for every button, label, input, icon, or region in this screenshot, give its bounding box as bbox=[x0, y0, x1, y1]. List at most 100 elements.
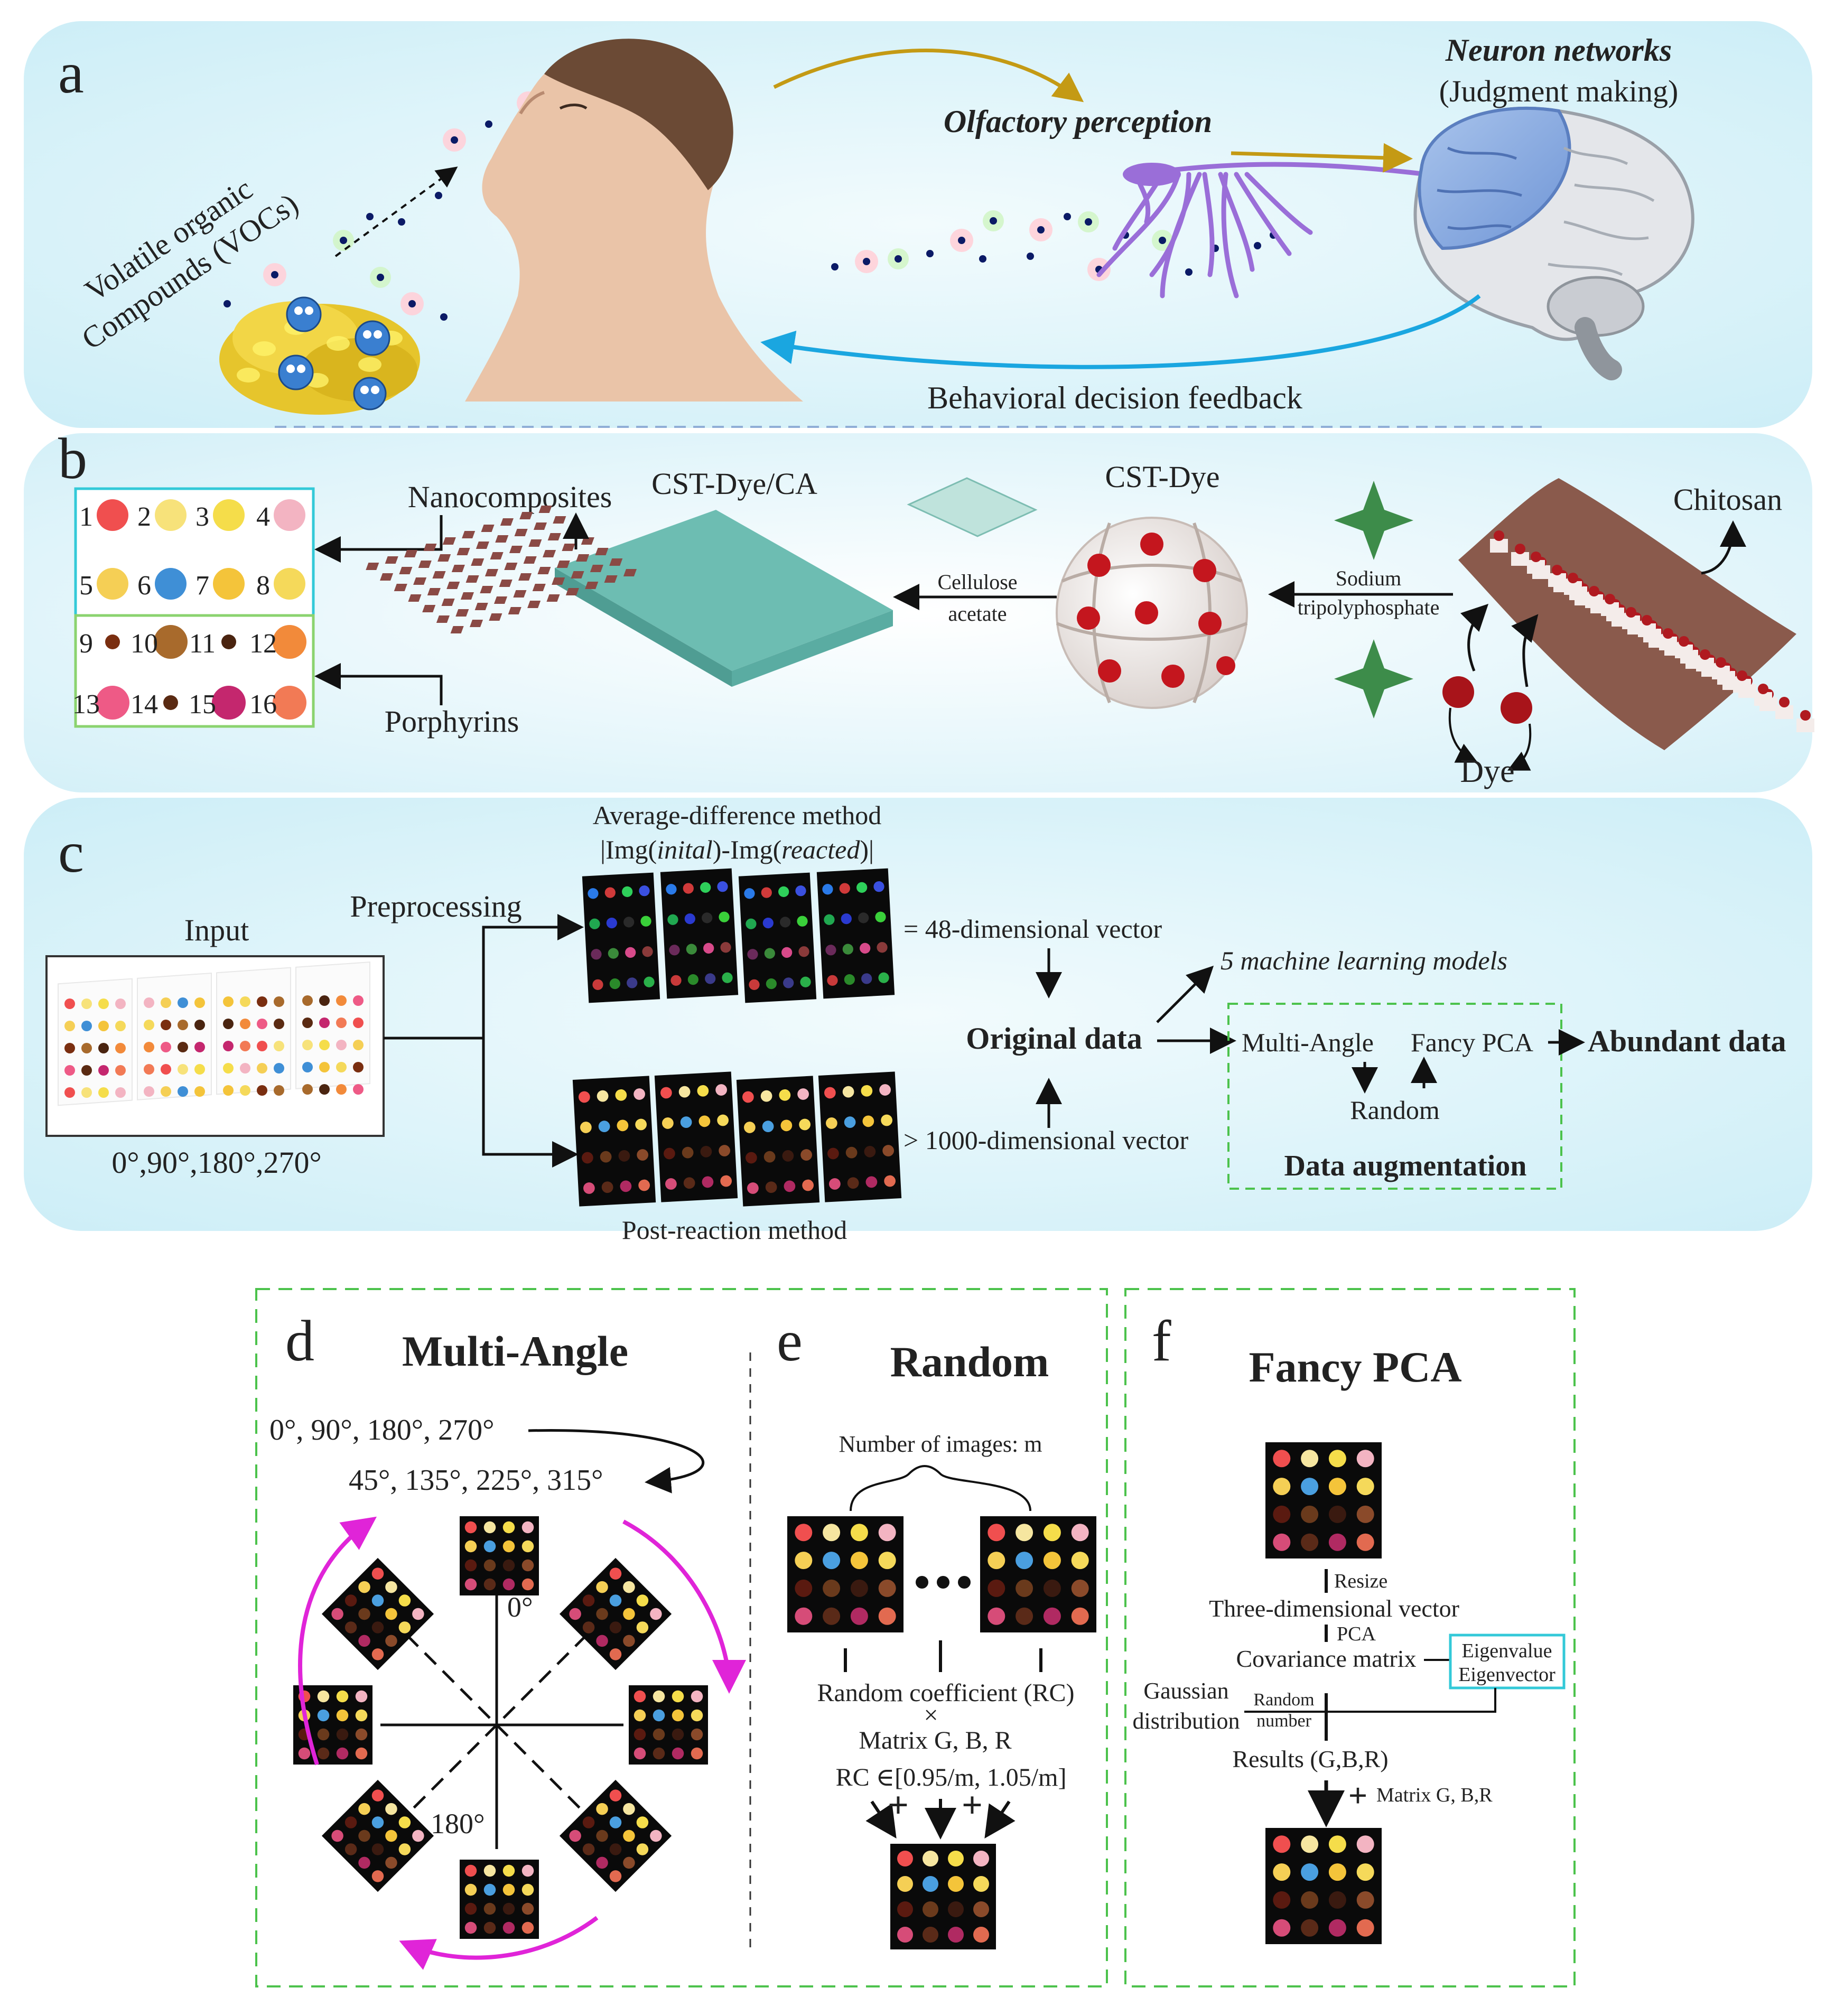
spot-9 bbox=[105, 634, 120, 649]
panel-a-letter: a bbox=[58, 41, 84, 105]
rotation-arrow-right bbox=[622, 1519, 746, 1694]
panel-e-letter: e bbox=[777, 1309, 803, 1373]
cst-dye-ca-plate bbox=[366, 506, 893, 687]
matrix-gbr-label: Matrix G, B,R bbox=[1376, 1784, 1493, 1806]
abundant-data-label: Abundant data bbox=[1588, 1024, 1786, 1058]
panel-d-letter: d bbox=[285, 1309, 314, 1373]
spot-16 bbox=[273, 686, 306, 720]
spot-15 bbox=[212, 686, 246, 720]
post-label: Post-reaction method bbox=[622, 1215, 847, 1245]
sum-arrows bbox=[865, 1799, 1016, 1840]
spot-number: 6 bbox=[137, 571, 151, 601]
nano-arrow bbox=[314, 515, 443, 563]
input-images bbox=[58, 961, 370, 1106]
tpp-star-top bbox=[1334, 481, 1413, 560]
spot-number: 9 bbox=[79, 629, 93, 659]
chitosan-sheet bbox=[1458, 478, 1814, 750]
ml-label: 5 machine learning models bbox=[1221, 946, 1507, 975]
angle-transform-arrow bbox=[528, 1429, 705, 1494]
ml-arrow bbox=[1156, 965, 1214, 1023]
voc-molecules bbox=[223, 91, 1277, 321]
spot-2 bbox=[155, 499, 187, 531]
spot-6 bbox=[155, 568, 187, 600]
spot-5 bbox=[97, 568, 128, 600]
eigen-return-line bbox=[1244, 1688, 1496, 1713]
angles-augmented: 45°, 135°, 225°, 315° bbox=[349, 1464, 603, 1497]
panels-def-box-left bbox=[255, 1288, 1108, 1987]
cst-dye-sphere bbox=[1056, 517, 1248, 709]
spot-number: 2 bbox=[137, 502, 151, 532]
random-label: Random bbox=[1350, 1095, 1440, 1125]
cellulose-mesh bbox=[907, 477, 1038, 537]
spot-13 bbox=[96, 686, 129, 720]
spot-12 bbox=[273, 625, 306, 659]
panel-e: e Random Number of images: m Random coef… bbox=[777, 1309, 1096, 1949]
average-difference-images bbox=[582, 868, 895, 1003]
spot-number: 5 bbox=[79, 571, 93, 601]
panel-f-letter: f bbox=[1152, 1309, 1171, 1373]
neuron-title: Neuron networks bbox=[1445, 33, 1672, 68]
dye-arrow-1 bbox=[1460, 603, 1489, 671]
human-head bbox=[465, 39, 803, 402]
chitosan-arrow bbox=[1701, 520, 1746, 575]
eigenvalue-label: Eigenvalue bbox=[1462, 1640, 1552, 1662]
spot-number: 8 bbox=[256, 571, 270, 601]
spot-11 bbox=[221, 634, 236, 649]
tpp-star-bottom bbox=[1334, 639, 1413, 718]
pca-label: PCA bbox=[1337, 1623, 1376, 1645]
panel-a: a Volatile organic Compounds (VOCs) bbox=[24, 21, 1812, 428]
images-brace bbox=[850, 1465, 1031, 1511]
matrix-label: Matrix G, B, R bbox=[859, 1726, 1011, 1754]
spot-3 bbox=[213, 499, 245, 531]
spot-number: 12 bbox=[249, 629, 277, 659]
pca-input-tile bbox=[1265, 1442, 1382, 1558]
cst-dye-label: CST-Dye bbox=[1105, 460, 1220, 494]
rc-label: Random coefficient (RC) bbox=[817, 1679, 1075, 1707]
brain bbox=[1413, 106, 1694, 380]
vec48-label: = 48-dimensional vector bbox=[903, 914, 1162, 944]
fancy-pca-label: Fancy PCA bbox=[1411, 1028, 1533, 1057]
nanocomposites-label: Nanocomposites bbox=[408, 480, 612, 514]
rotation-axes bbox=[380, 1595, 623, 1849]
resize-label: Resize bbox=[1334, 1570, 1387, 1592]
random-number-label-1: Random bbox=[1253, 1690, 1314, 1710]
perception-arrow bbox=[773, 49, 1084, 102]
dye-label: Dye bbox=[1460, 753, 1514, 789]
eigenvector-label: Eigenvector bbox=[1458, 1664, 1555, 1686]
spot-number: 11 bbox=[189, 629, 216, 659]
panel-f-box bbox=[1124, 1288, 1576, 1987]
sodium-label-2: tripolyphosphate bbox=[1298, 595, 1440, 619]
dye-label-arrow-1 bbox=[1448, 707, 1478, 763]
panel-c: c Input 0°,90°,180°,270° Preprocessing A… bbox=[24, 798, 1812, 1245]
times-symbol: × bbox=[924, 1701, 938, 1729]
random-input-tiles bbox=[787, 1516, 1096, 1632]
original-data-label: Original data bbox=[966, 1021, 1142, 1056]
random-number-label-2: number bbox=[1256, 1711, 1312, 1731]
svg-text:+: + bbox=[962, 1785, 983, 1826]
spot-number: 7 bbox=[195, 571, 209, 601]
feedback-label: Behavioral decision feedback bbox=[927, 380, 1302, 415]
neuron-body bbox=[1123, 163, 1181, 186]
plus-signs: + + bbox=[888, 1785, 983, 1826]
rotation-arrow-left bbox=[298, 1516, 377, 1766]
spot-4 bbox=[274, 499, 305, 531]
inhale-arrow bbox=[334, 166, 458, 257]
panel-a-background bbox=[24, 21, 1812, 428]
dye-molecules bbox=[1442, 676, 1532, 724]
panel-d: d Multi-Angle 0°, 90°, 180°, 270° 45°, 1… bbox=[255, 1288, 1108, 1987]
chitosan-label: Chitosan bbox=[1673, 482, 1782, 517]
ellipsis-dots bbox=[916, 1576, 971, 1589]
spot-number: 3 bbox=[195, 502, 209, 532]
eigen-box bbox=[1449, 1634, 1566, 1690]
spot-number: 10 bbox=[131, 629, 158, 659]
spot-number: 15 bbox=[189, 689, 216, 720]
rc-range-label: RC ∈[0.95/m, 1.05/m] bbox=[836, 1763, 1067, 1791]
results-plus: + bbox=[1348, 1777, 1367, 1814]
spot-number: 13 bbox=[72, 689, 100, 720]
vec1000-label: > 1000-dimensional vector bbox=[903, 1125, 1189, 1155]
feedback-arrow bbox=[760, 294, 1481, 369]
panel-d-title: Multi-Angle bbox=[402, 1327, 628, 1375]
neuron-subtitle: (Judgment making) bbox=[1439, 74, 1679, 108]
